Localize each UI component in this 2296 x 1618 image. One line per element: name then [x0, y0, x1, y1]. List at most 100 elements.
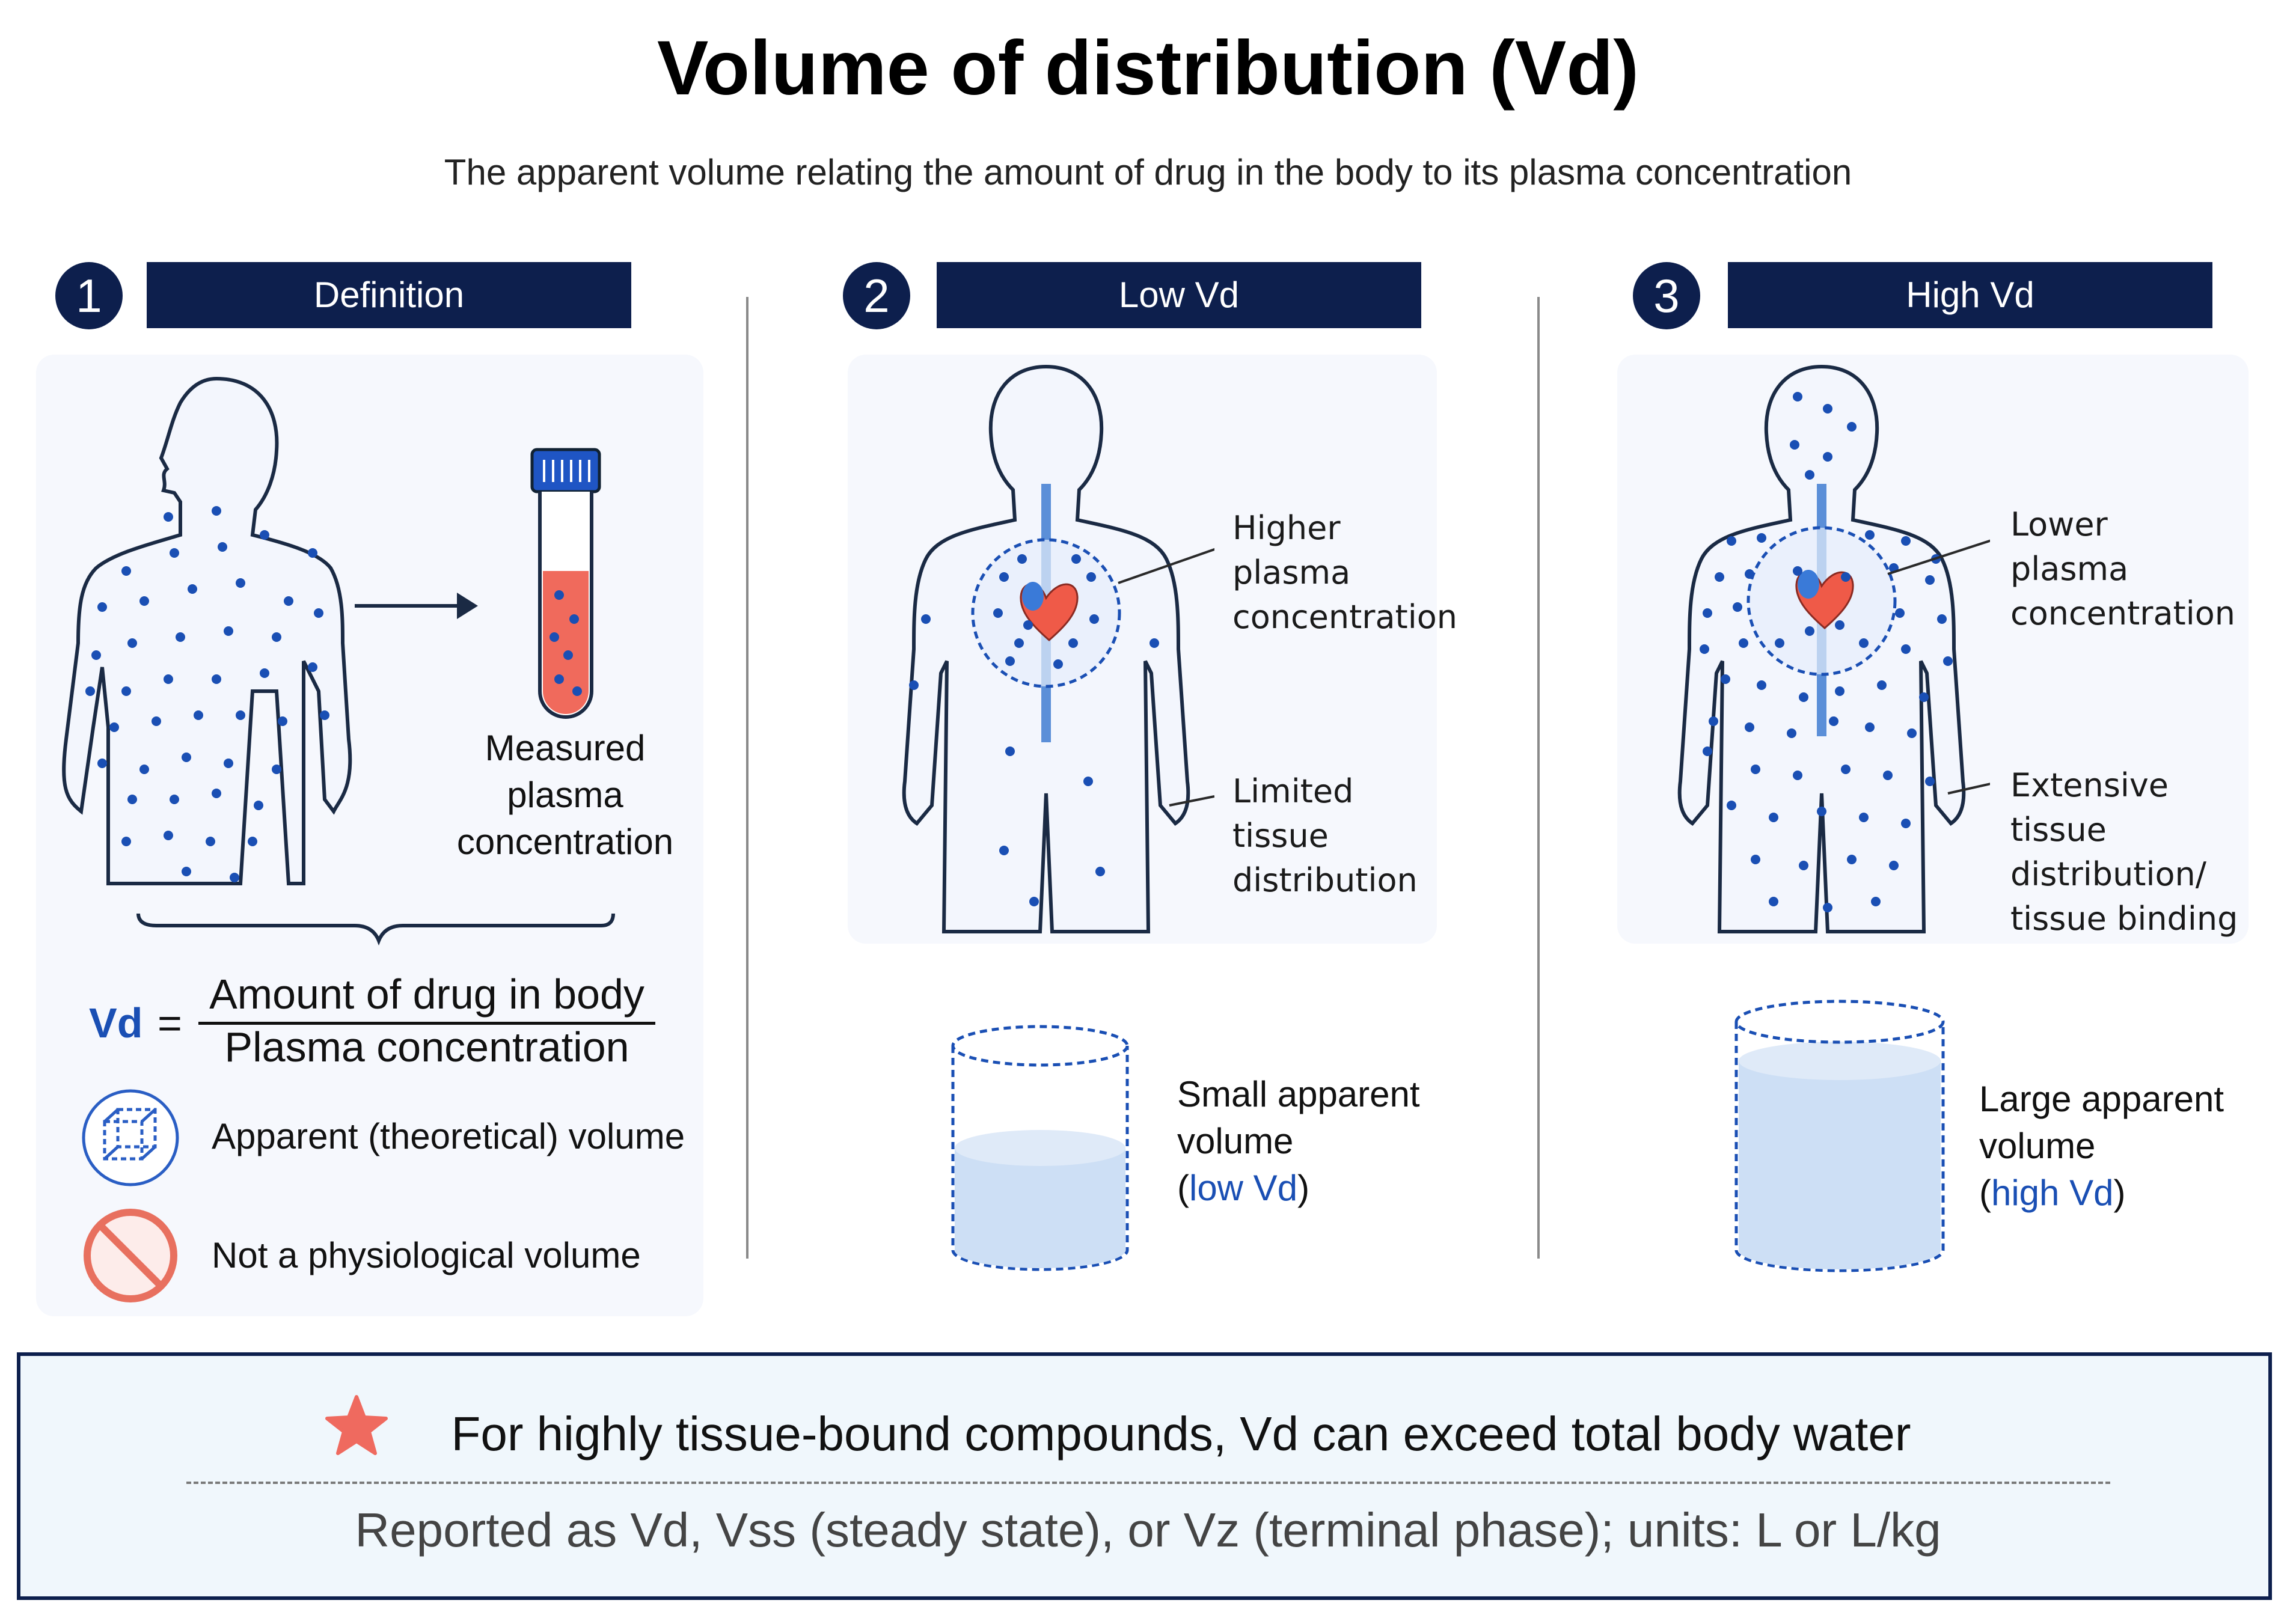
drug-dot [1799, 692, 1808, 702]
drug-dot [1907, 728, 1917, 738]
drug-dot [1793, 392, 1802, 401]
drug-dot [194, 710, 203, 720]
definition-illustration [62, 376, 615, 946]
drug-dot [139, 765, 149, 774]
drug-dot [1014, 638, 1024, 648]
drug-dot [152, 716, 161, 726]
drug-dot [993, 608, 1003, 618]
drug-dot [212, 789, 221, 798]
drug-dots [85, 506, 329, 882]
heart-vessel [1022, 582, 1044, 611]
drug-dot [272, 632, 281, 642]
drug-dot [1889, 861, 1899, 870]
drug-dot [176, 632, 185, 642]
drug-dot [1005, 746, 1015, 756]
drug-dot [1745, 569, 1754, 579]
drug-dot [1859, 638, 1869, 648]
key-point-highlight: For highly tissue-bound compounds, Vd ca… [451, 1407, 1911, 1461]
drug-dot [182, 753, 191, 762]
drug-dot [1703, 746, 1712, 756]
drug-dot [1865, 722, 1875, 732]
section-number-1: 1 [55, 262, 123, 329]
drug-dot [164, 831, 173, 840]
drug-dot [1793, 566, 1802, 576]
fraction-bar [198, 1022, 655, 1025]
drug-dot [127, 638, 137, 648]
drug-dot [170, 548, 179, 558]
reporting-note: Reported as Vd, Vss (steady state), or V… [355, 1503, 1941, 1557]
drug-dot [1823, 404, 1832, 414]
high-vd-tag: high Vd [1991, 1173, 2114, 1213]
drug-dot [1769, 813, 1778, 822]
drug-dot [308, 662, 317, 672]
section-heading-high-vd: High Vd [1728, 262, 2212, 328]
drug-dot [1901, 819, 1911, 828]
drug-dot [1901, 536, 1911, 546]
drug-dot [314, 608, 323, 618]
column-divider [746, 297, 748, 1259]
drug-dot [1835, 620, 1844, 630]
drug-dot [1751, 765, 1760, 774]
arrow-icon [457, 593, 478, 619]
drug-dot [1805, 470, 1814, 480]
drug-dot [260, 668, 269, 678]
drug-dot [999, 572, 1009, 582]
drug-dot [1841, 572, 1851, 582]
low-vd-tag: low Vd [1189, 1168, 1298, 1208]
brace-bracket [136, 913, 615, 946]
drug-dots [909, 554, 1159, 906]
small-volume-container [951, 1025, 1129, 1271]
drug-dot [1787, 728, 1796, 738]
drug-dot [1029, 897, 1039, 906]
drug-dot [218, 542, 227, 552]
drug-dot [1733, 602, 1742, 612]
drug-dot [1709, 716, 1718, 726]
callout-line-bottom [1169, 795, 1214, 807]
callout-line-top [1887, 539, 1990, 575]
drug-dot [164, 512, 173, 522]
drug-dot [1865, 530, 1875, 540]
drug-dot [1721, 674, 1730, 684]
star-icon [325, 1395, 388, 1455]
drug-dot [1017, 554, 1027, 564]
section-heading-low-vd: Low Vd [937, 262, 1421, 328]
drug-dot [206, 837, 215, 846]
footer-divider [186, 1482, 2110, 1484]
drug-dot [1790, 440, 1799, 450]
drug-dot [1150, 638, 1159, 648]
drug-dot [139, 596, 149, 606]
legend-not-physiological: Not a physiological volume [212, 1235, 641, 1275]
drug-dot [170, 795, 179, 804]
drug-dot [1841, 765, 1851, 774]
drug-dot [1877, 680, 1887, 690]
key-point-box [17, 1352, 2272, 1600]
low-vd-callout-plasma: Higher plasma concentration [1232, 509, 1457, 636]
formula-numerator: Amount of drug in body [209, 971, 644, 1018]
drug-dot [1835, 686, 1844, 696]
drug-dot [1805, 626, 1814, 636]
formula-denominator: Plasma concentration [224, 1024, 629, 1070]
drug-dot [1005, 656, 1015, 666]
column-divider [1537, 297, 1540, 1259]
drug-dot [1901, 644, 1911, 654]
callout-line-bottom [1947, 783, 1990, 795]
drug-dot [1095, 867, 1105, 876]
measured-plasma-label: Measured plasma concentration [456, 728, 674, 862]
drug-dot [1823, 903, 1832, 912]
drug-dot [1083, 777, 1093, 786]
high-vd-callout-plasma: Lower plasma concentration [2010, 505, 2235, 632]
drug-dot [236, 578, 245, 588]
drug-dot [1023, 620, 1033, 630]
drug-dot [1071, 554, 1081, 564]
drug-dot [1895, 608, 1905, 618]
drug-dot [212, 506, 221, 516]
drug-dot [921, 614, 931, 624]
drug-dot [1089, 614, 1099, 624]
section-number-2: 2 [843, 262, 910, 329]
drug-dot [224, 626, 233, 636]
drug-dots [1700, 392, 1953, 912]
drug-dot [248, 837, 257, 846]
callout-line-top [1118, 548, 1214, 584]
page-subtitle: The apparent volume relating the amount … [444, 152, 1852, 192]
drug-dot [97, 602, 107, 612]
